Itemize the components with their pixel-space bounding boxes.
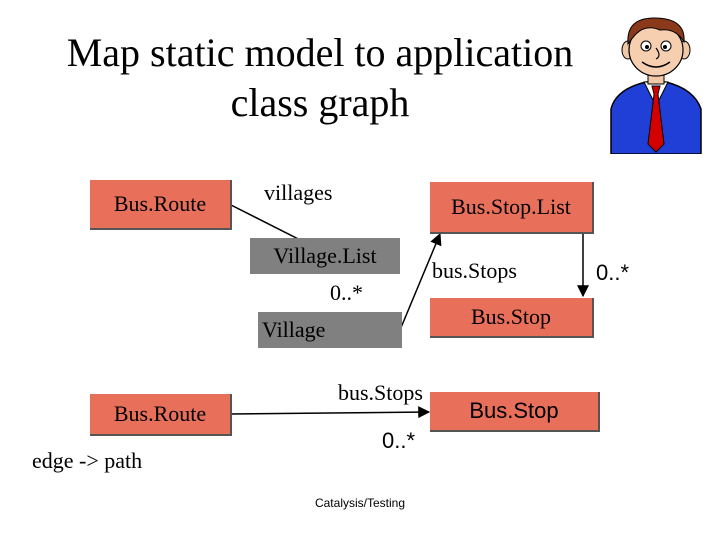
bus-stop-list-node: Bus.Stop.List [430,182,594,234]
bus-stops-edge-label-bottom: bus.Stops [338,380,423,405]
village-list-node: Village.List [250,238,400,274]
bottom-multiplicity: 0..* [382,428,416,453]
edge-village-to-stoplist [399,232,442,331]
bus-stops-edge-label-top: bus.Stops [432,258,517,283]
footer-label: Catalysis/Testing [314,496,406,510]
bus-stop-label-bottom: Bus.Stop [469,398,559,423]
bus-stop-node-bottom: Bus.Stop [430,392,600,432]
bus-stop-multiplicity: 0..* [596,260,630,285]
village-label: Village [262,317,326,342]
cartoon-man-icon [610,17,702,154]
bus-stop-list-label: Bus.Stop.List [451,194,571,219]
bus-route-label-bottom: Bus.Route [113,401,207,426]
bus-stop-label: Bus.Stop [470,304,552,329]
title-line-2: class graph [230,80,410,125]
bus-route-node-bottom: Bus.Route [90,394,232,436]
edge-bus-stops-bottom [230,406,431,419]
title-line-1: Map static model to application [66,30,574,75]
bus-stop-node-top: Bus.Stop [430,298,594,338]
village-node: Village [258,312,402,348]
slide-title: Map static model to application class gr… [0,28,640,128]
village-multiplicity: 0..* [330,280,363,305]
bus-route-label: Bus.Route [113,191,207,216]
villages-edge-label: villages [264,180,333,205]
bus-route-node-top: Bus.Route [90,180,232,230]
edge-path-note: edge -> path [32,448,143,473]
village-list-label: Village.List [273,243,377,268]
